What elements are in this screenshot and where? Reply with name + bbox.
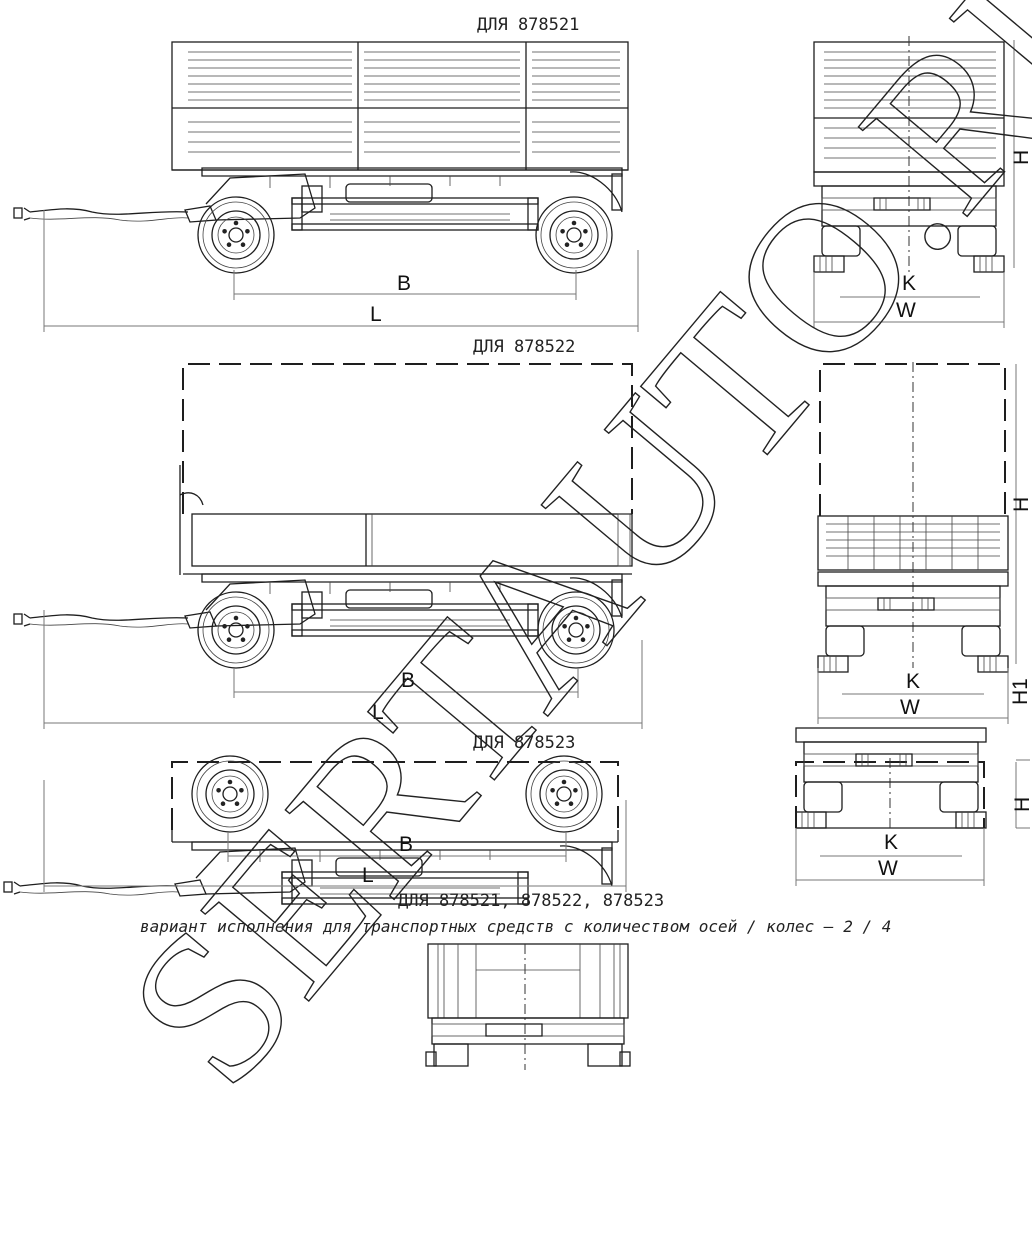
caption-878522: ДЛЯ 878522 [473,337,575,357]
label-l: L [362,864,374,887]
caption-878521: ДЛЯ 878521 [477,15,579,35]
dim-wheelbase-878523: B [227,832,567,862]
label-k: K [906,670,920,693]
caption-all: ДЛЯ 878521, 878522, 878523 [398,891,664,911]
rear-view-variant [425,943,631,1070]
label-l: L [370,303,382,326]
dim-wheelbase-878522: B [233,668,579,698]
dim-length-878522: L [43,610,643,729]
label-k: K [884,831,898,854]
label-b: B [401,669,415,692]
rear-view-878523 [795,727,987,830]
dim-rear-878523: K W H H1 [795,678,1032,886]
dim-rear-878522: K W H [817,364,1032,724]
dim-wheelbase-878521: B [233,270,577,300]
dim-rear-878521: K W H [813,40,1032,328]
dim-length-878523: L [43,780,627,892]
label-b: B [399,833,413,856]
caption-878523: ДЛЯ 878523 [473,733,575,753]
label-w: W [896,299,916,322]
label-w: W [878,857,898,880]
watermark: SERTAUTO.RU [80,0,1032,1128]
label-h: H [1010,497,1032,512]
label-b: B [397,272,411,295]
dim-length-878521: L [43,210,639,332]
watermark-text: SERTAUTO.RU [81,0,1032,1128]
side-view-878522 [13,363,633,669]
label-w: W [900,696,920,719]
rear-view-878521 [813,36,1005,273]
side-view-878521 [13,41,629,274]
caption-variant: вариант исполнения для транспортных сред… [140,917,891,936]
label-h: H [1011,797,1032,812]
label-h: H [1010,150,1032,165]
label-l: L [372,701,384,724]
label-h1: H1 [1009,678,1032,705]
label-k: K [902,272,916,295]
side-view-878523 [3,755,619,905]
rear-view-878522 [817,362,1009,673]
